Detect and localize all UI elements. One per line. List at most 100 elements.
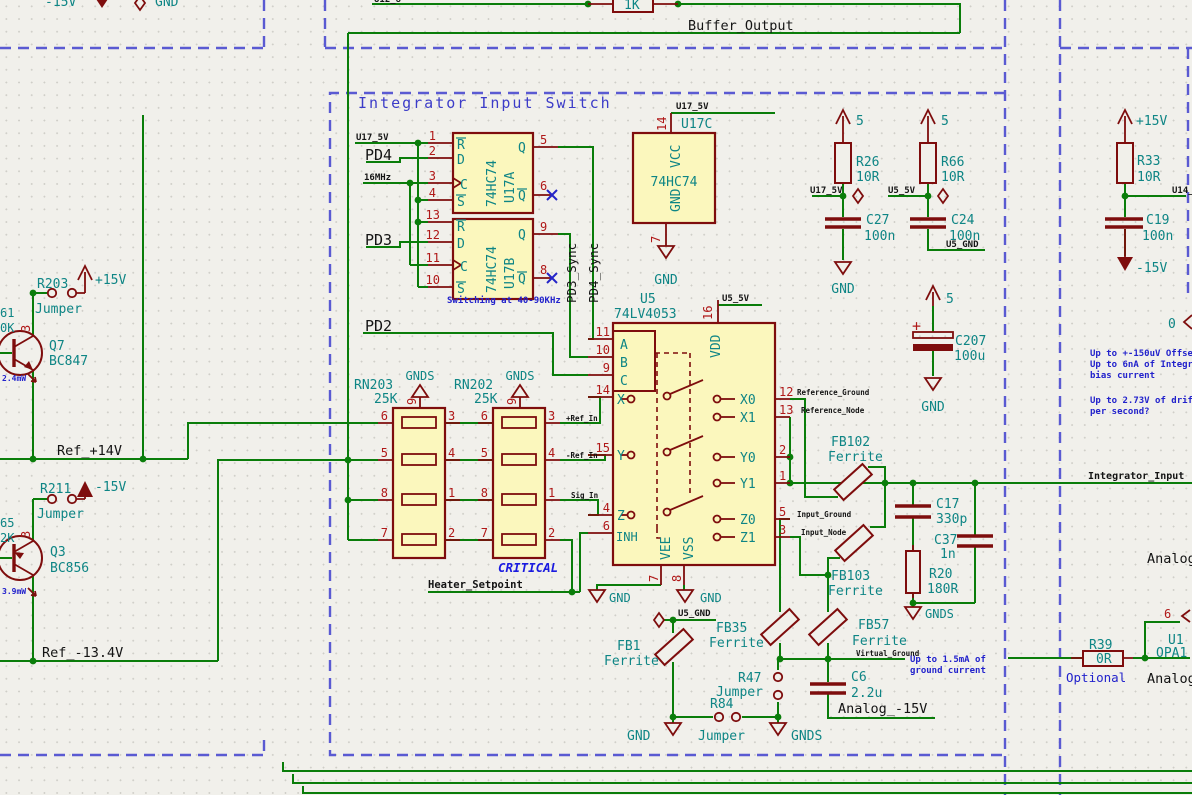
m15-label-c19: -15V [1136,261,1167,276]
r66-ref: R66 [941,155,964,170]
rn202-pin9: 9 [505,398,519,405]
gnd-label-u17c: GND [654,273,678,288]
q3-pin3: 3 [19,531,33,538]
r33-body[interactable] [1116,142,1134,184]
r26-body[interactable] [834,142,852,184]
gnds-label-bottom: GNDS [791,729,822,744]
u17a-pin-qbar: Q [518,189,526,204]
gnd-symbol-c27 [833,261,853,276]
u17a-pin-d: D [457,153,465,168]
u5-pin14: 14 [596,383,610,397]
rn202-pin7: 7 [481,526,488,540]
wires[interactable] [0,3,1192,794]
fb1-body[interactable] [653,627,695,667]
net-label-u5-5v-b: U5_5V [888,186,916,196]
net-label-u5-gnd-b: U5_GND [678,609,711,619]
gnds-label-rn202: GNDS [506,369,535,383]
fb103-ref: FB103 [831,569,870,584]
rn202-body[interactable] [491,406,547,560]
u17b-pin10: 10 [426,273,440,287]
rn202-pin1: 1 [548,486,555,500]
u17a-body[interactable] [451,131,535,215]
q7-ref: Q7 [49,339,65,354]
power-arrow-15-r203 [77,263,93,288]
c17-plates [895,504,931,519]
u5-ref: U5 [640,292,656,307]
net-label-integrator-input: Integrator_Input [1088,471,1184,482]
r211-ref: R211 [40,482,71,497]
rn202-ref: RN202 [454,378,493,393]
u17c-body[interactable] [631,131,717,225]
p5-label-r66: 5 [941,114,949,129]
u5-y1: Y1 [740,477,756,492]
fb35-body[interactable] [759,607,801,647]
capacitor-plates[interactable] [810,217,1143,695]
gnds-label-r20: GNDS [925,607,954,621]
fb102-value: Ferrite [828,450,883,465]
u17b-pin12: 12 [426,228,440,242]
c6-ref: C6 [851,670,867,685]
u5-switch-glyphs [621,352,735,542]
note-optional: Optional [1066,670,1126,685]
u5-body[interactable] [611,321,777,567]
c19-plates [1105,217,1143,229]
component-bodies[interactable] [0,0,1143,723]
u17a-pin6: 6 [540,179,547,193]
u17a-pin-c: C [460,178,468,193]
fragment-0k: 0K [0,321,15,335]
rn203-ref: RN203 [354,378,393,393]
net-label-pd2: PD2 [365,317,392,335]
q7-power-arrow [27,373,37,383]
gnd-label-c27: GND [831,282,855,297]
r26-value: 10R [856,170,880,185]
c27-value: 100n [864,229,895,244]
u17c-vcc: VCC [669,145,684,168]
c37-value: 1n [940,547,956,562]
gnds-symbol-rn202 [510,383,530,398]
r66-value: 10R [941,170,965,185]
gnd-label-bottom: GND [627,729,651,744]
u1-value: OPA1 [1156,646,1187,661]
c6-plates [810,682,846,695]
r20-body[interactable] [905,550,921,594]
rn203-pin9: 9 [405,398,419,405]
c207-bottom-plate [913,344,953,351]
q7-npn[interactable] [0,330,43,376]
diamond-topleft [133,0,147,12]
fb103-body[interactable] [833,523,875,563]
r26-ref: R26 [856,155,879,170]
c17-ref: C17 [936,497,959,512]
r84-value: Jumper [698,729,745,744]
p15-label-r203: +15V [95,273,126,288]
r66-body[interactable] [919,142,937,184]
fragment-2k: 2K [0,531,15,545]
u17b-pin-c: C [460,260,468,275]
u17b-pin9: 9 [540,220,547,234]
r20-ref: R20 [929,567,952,582]
rn203-pin7: 7 [381,526,388,540]
power-arrow-15-r33 [1117,107,1133,143]
q3-pnp[interactable] [0,535,43,581]
u17b-value: 74HC74 [485,246,500,293]
q3-power-arrow [27,587,37,597]
hier-pin-0 [1182,314,1192,330]
rn203-body[interactable] [391,406,447,560]
c37-plates [957,534,993,548]
fragment-65: 65 [0,516,14,530]
p5-label-r26: 5 [856,114,864,129]
r47-ref: R47 [738,671,761,686]
fb57-body[interactable] [807,607,849,647]
net-label-u5-gnd-a: U5_GND [946,240,979,250]
net-label-mref: -Ref_In [566,451,598,460]
fb1-ref: FB1 [617,639,640,654]
u5-pin4: 4 [603,501,610,515]
u17b-body[interactable] [451,217,535,301]
net-label-u17-5v-b: U17_5V [676,102,709,112]
rn202-pin8: 8 [481,486,488,500]
u5-b: B [620,356,628,371]
u5-pin15: 15 [596,441,610,455]
fb102-body[interactable] [832,462,874,502]
u17b-pin8: 8 [540,263,547,277]
